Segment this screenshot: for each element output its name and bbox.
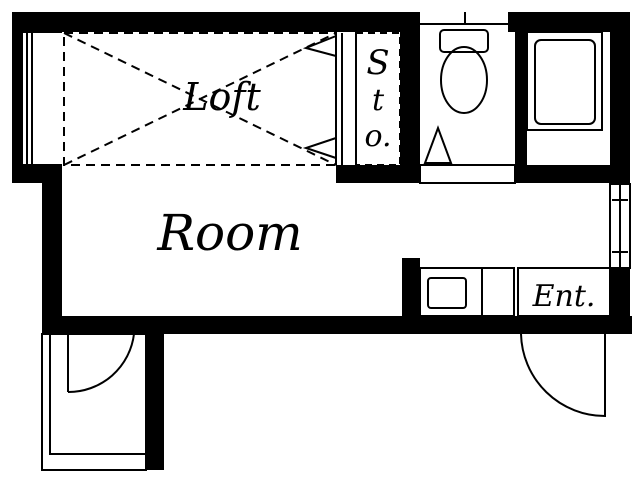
wall-balcony [146,316,164,470]
wc [419,12,516,184]
toilet-tank [439,29,489,53]
kitchen-counter [419,267,515,317]
wall-top-right [508,12,628,32]
kitchen-sink [427,277,467,309]
bathtub-outer [526,31,603,131]
bath [526,31,603,131]
wc-door-sill [419,164,516,184]
window-right [609,183,631,269]
storage-label-2: t [372,83,385,118]
wall-wc-bath [515,12,527,182]
entrance-label: Ent. [532,279,596,314]
wall-right-upper [610,12,630,184]
wall-left-upper [12,12,22,182]
ladder-bottom [302,137,337,159]
balcony-outline [41,333,147,471]
wall-bath-bottom [515,165,630,183]
storage-label-3: o. [364,119,391,154]
wall-left-room [42,165,62,335]
wall-kitchen-stub [402,258,420,318]
toilet-bowl [440,46,488,114]
loft-diagonal-2 [63,32,337,166]
entrance [517,267,611,418]
wall-right-lower [610,268,630,334]
wall-storage-right [400,12,420,182]
ladder-top [302,35,337,57]
entrance-door-swing [520,333,606,418]
window-left [21,31,62,166]
balcony-door-swing [67,333,135,394]
walls [12,12,632,470]
wall-bottom [42,316,632,334]
wall-top-left [12,12,420,32]
wall-storage-bottom [336,165,420,183]
room-label: Room [156,204,302,262]
kitchen [419,267,515,317]
wc-sink [423,125,453,164]
bathtub-inner [534,39,596,125]
loft-label: Loft [182,75,261,119]
loft-ladder [302,35,337,159]
storage-label-1: S [366,43,389,83]
balcony [41,317,147,471]
storage [335,32,401,166]
